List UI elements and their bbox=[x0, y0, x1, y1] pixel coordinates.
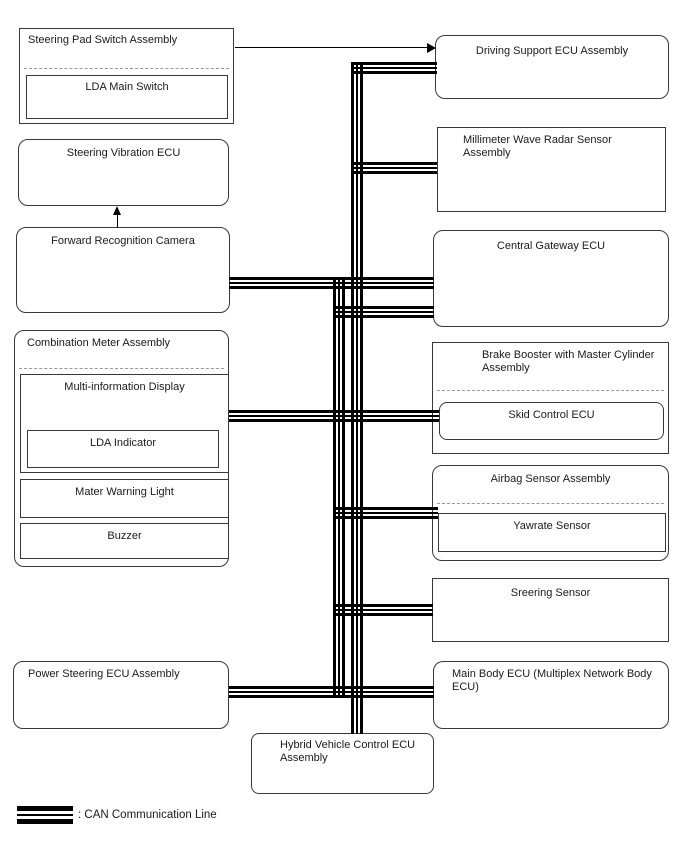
dashed-divider bbox=[437, 503, 664, 504]
node-label: Mater Warning Light bbox=[75, 486, 174, 498]
can-trunk-line-right bbox=[351, 62, 363, 734]
node-yawrate-sensor: Yawrate Sensor bbox=[438, 513, 666, 552]
node-combination-meter-assembly: Combination Meter Assembly Multi-informa… bbox=[14, 330, 229, 567]
dashed-divider bbox=[24, 68, 229, 69]
node-label: Brake Booster with Master Cylinder Assem… bbox=[482, 349, 655, 374]
node-driving-support-ecu-assembly: Driving Support ECU Assembly bbox=[435, 35, 669, 99]
node-label: Steering Pad Switch Assembly bbox=[28, 34, 178, 46]
node-central-gateway-ecu: Central Gateway ECU bbox=[433, 230, 669, 327]
node-label: Power Steering ECU Assembly bbox=[28, 668, 180, 680]
can-branch-camera-central-gateway bbox=[229, 277, 434, 289]
node-hybrid-vehicle-control-ecu-assembly: Hybrid Vehicle Control ECU Assembly bbox=[251, 733, 434, 794]
dashed-divider bbox=[19, 368, 224, 369]
node-airbag-sensor-assembly: Airbag Sensor Assembly Yawrate Sensor bbox=[432, 465, 669, 561]
node-forward-recognition-camera: Forward Recognition Camera bbox=[16, 227, 230, 313]
can-line-legend-icon bbox=[17, 806, 73, 824]
node-label: Combination Meter Assembly bbox=[27, 337, 171, 349]
dashed-divider bbox=[437, 390, 664, 391]
node-skid-control-ecu: Skid Control ECU bbox=[439, 402, 664, 440]
node-buzzer: Buzzer bbox=[20, 523, 229, 559]
legend-label: : CAN Communication Line bbox=[78, 809, 217, 821]
can-branch-yawrate-sensor bbox=[333, 507, 438, 519]
node-steering-sensor: Sreering Sensor bbox=[432, 578, 669, 642]
arrow-line-camera-to-vibration-ecu bbox=[117, 214, 118, 228]
can-branch-power-main-body bbox=[229, 686, 434, 698]
node-label: Main Body ECU (Multiplex Network Body EC… bbox=[452, 668, 652, 693]
node-label: Forward Recognition Camera bbox=[51, 235, 195, 247]
node-label: LDA Indicator bbox=[89, 437, 157, 449]
node-label: Hybrid Vehicle Control ECU Assembly bbox=[280, 739, 416, 764]
can-branch-millimeter-radar bbox=[351, 162, 437, 174]
node-label: Steering Vibration ECU bbox=[66, 147, 181, 159]
can-branch-meter-skid-control bbox=[229, 410, 439, 422]
node-label: LDA Main Switch bbox=[85, 81, 169, 93]
node-power-steering-ecu-assembly: Power Steering ECU Assembly bbox=[13, 661, 229, 729]
node-multi-information-display: Multi-information Display LDA Indicator bbox=[20, 374, 229, 473]
node-lda-main-switch: LDA Main Switch bbox=[26, 75, 228, 119]
node-label: Yawrate Sensor bbox=[513, 520, 591, 532]
can-branch-central-gateway-2 bbox=[333, 306, 434, 318]
node-millimeter-wave-radar-sensor-assembly: Millimeter Wave Radar Sensor Assembly bbox=[437, 127, 666, 212]
node-lda-indicator: LDA Indicator bbox=[27, 430, 219, 468]
can-branch-driving-support bbox=[351, 62, 437, 74]
node-steering-pad-switch-assembly: Steering Pad Switch Assembly LDA Main Sw… bbox=[19, 28, 234, 124]
node-steering-vibration-ecu: Steering Vibration ECU bbox=[18, 139, 229, 206]
node-main-body-ecu: Main Body ECU (Multiplex Network Body EC… bbox=[433, 661, 669, 729]
arrow-line-pad-to-driving-support bbox=[235, 47, 427, 48]
can-trunk-line-left bbox=[333, 277, 345, 698]
node-label: Sreering Sensor bbox=[510, 587, 591, 599]
node-label: Airbag Sensor Assembly bbox=[490, 473, 611, 485]
can-branch-steering-sensor bbox=[333, 604, 433, 616]
node-label: Central Gateway ECU bbox=[496, 240, 606, 252]
node-label: Multi-information Display bbox=[64, 381, 185, 393]
node-mater-warning-light: Mater Warning Light bbox=[20, 479, 229, 518]
node-label: Millimeter Wave Radar Sensor Assembly bbox=[463, 134, 612, 159]
node-label: Skid Control ECU bbox=[508, 409, 595, 421]
arrowhead-up-icon bbox=[113, 206, 121, 215]
node-label: Driving Support ECU Assembly bbox=[475, 45, 629, 57]
node-brake-booster-with-master-cylinder-assembly: Brake Booster with Master Cylinder Assem… bbox=[432, 342, 669, 454]
arrowhead-right-icon bbox=[427, 43, 436, 53]
node-label: Buzzer bbox=[107, 530, 142, 542]
